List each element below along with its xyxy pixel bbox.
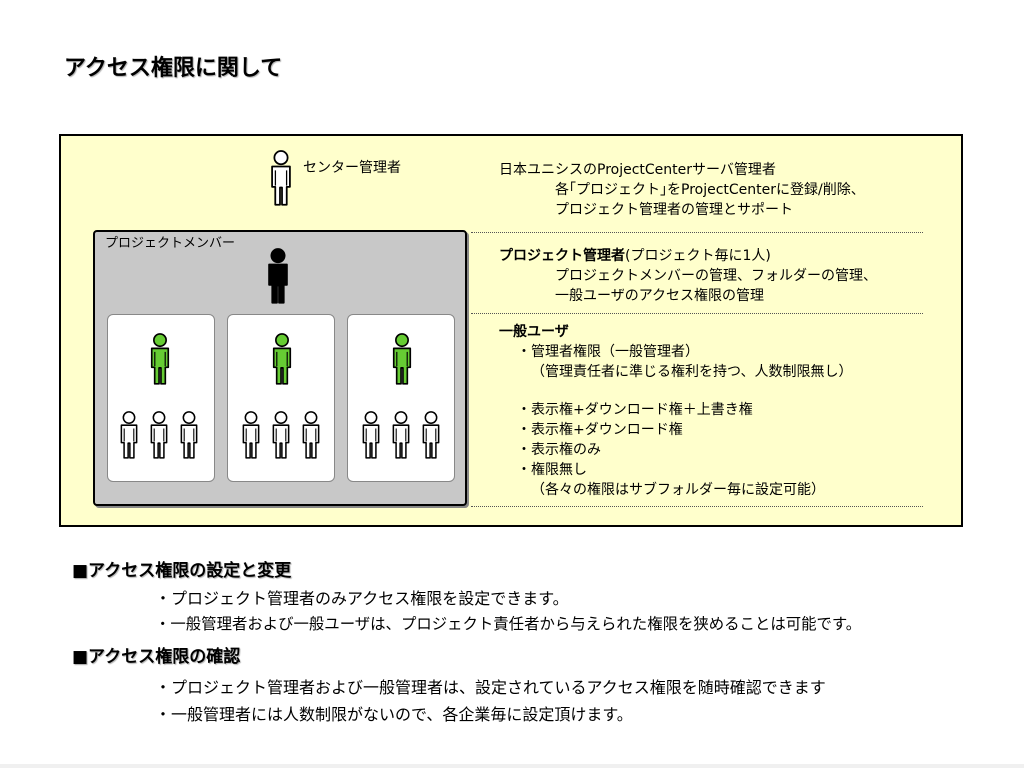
section-heading-settings: ■アクセス権限の設定と変更 xyxy=(72,561,292,581)
permission-line-2: ・表示権+ダウンロード権 xyxy=(517,422,683,438)
user-person-icon xyxy=(270,411,292,459)
permission-note: （各々の権限はサブフォルダー毎に設定可能） xyxy=(531,482,825,498)
section-settings-item-1: ・プロジェクト管理者のみアクセス権限を設定できます。 xyxy=(155,589,569,608)
center-admin-person-icon xyxy=(268,150,294,206)
project-admin-desc-line-2: 一般ユーザのアクセス権限の管理 xyxy=(555,288,765,304)
project-admin-heading-text: プロジェクト管理者 xyxy=(499,248,625,264)
project-admin-desc-line-1: プロジェクトメンバーの管理、フォルダーの管理、 xyxy=(555,268,877,284)
user-person-icon xyxy=(420,411,442,459)
section-confirm-item-2: ・一般管理者には人数制限がないので、各企業毎に設定頂けます。 xyxy=(155,705,633,724)
general-admin-person-icon xyxy=(148,333,172,385)
project-admin-heading: プロジェクト管理者(プロジェクト毎に1人) xyxy=(499,246,771,266)
divider xyxy=(471,232,923,233)
section-heading-confirm: ■アクセス権限の確認 xyxy=(72,647,241,667)
section-settings-item-2: ・一般管理者および一般ユーザは、プロジェクト責任者から与えられた権限を狭めること… xyxy=(155,615,862,633)
user-person-icon xyxy=(118,411,140,459)
general-admin-person-icon xyxy=(390,333,414,385)
footer-divider xyxy=(0,764,1024,768)
user-person-icon xyxy=(390,411,412,459)
page-title: アクセス権限に関して xyxy=(64,56,283,81)
permission-line-1: ・表示権+ダウンロード権＋上書き権 xyxy=(517,402,753,418)
section-confirm-item-1: ・プロジェクト管理者および一般管理者は、設定されているアクセス権限を随時確認でき… xyxy=(155,678,826,697)
project-members-label: プロジェクトメンバー xyxy=(105,236,236,251)
project-admin-person-icon xyxy=(265,248,291,304)
center-admin-desc-line-1: 日本ユニシスのProjectCenterサーバ管理者 xyxy=(499,162,776,178)
general-admin-person-icon xyxy=(270,333,294,385)
team-box-3 xyxy=(347,314,455,482)
team-box-2 xyxy=(227,314,335,482)
center-admin-label: センター管理者 xyxy=(303,160,401,176)
center-admin-desc-line-3: プロジェクト管理者の管理とサポート xyxy=(555,202,793,218)
permission-line-3: ・表示権のみ xyxy=(517,442,601,458)
center-admin-desc-line-2: 各｢プロジェクト｣をProjectCenterに登録/削除、 xyxy=(555,182,865,198)
divider xyxy=(471,506,923,507)
project-members-box: プロジェクトメンバー xyxy=(93,230,467,506)
project-admin-heading-suffix: (プロジェクト毎に1人) xyxy=(625,248,771,264)
user-person-icon xyxy=(148,411,170,459)
user-person-icon xyxy=(360,411,382,459)
general-user-admin-line-1: ・管理者権限（一般管理者） xyxy=(517,344,699,360)
user-person-icon xyxy=(240,411,262,459)
divider xyxy=(471,313,923,314)
permission-line-4: ・権限無し xyxy=(517,462,587,478)
user-person-icon xyxy=(178,411,200,459)
team-box-1 xyxy=(107,314,215,482)
general-user-heading: 一般ユーザ xyxy=(499,324,569,340)
user-person-icon xyxy=(300,411,322,459)
general-user-admin-line-2: （管理責任者に準じる権利を持つ、人数制限無し） xyxy=(531,364,853,380)
